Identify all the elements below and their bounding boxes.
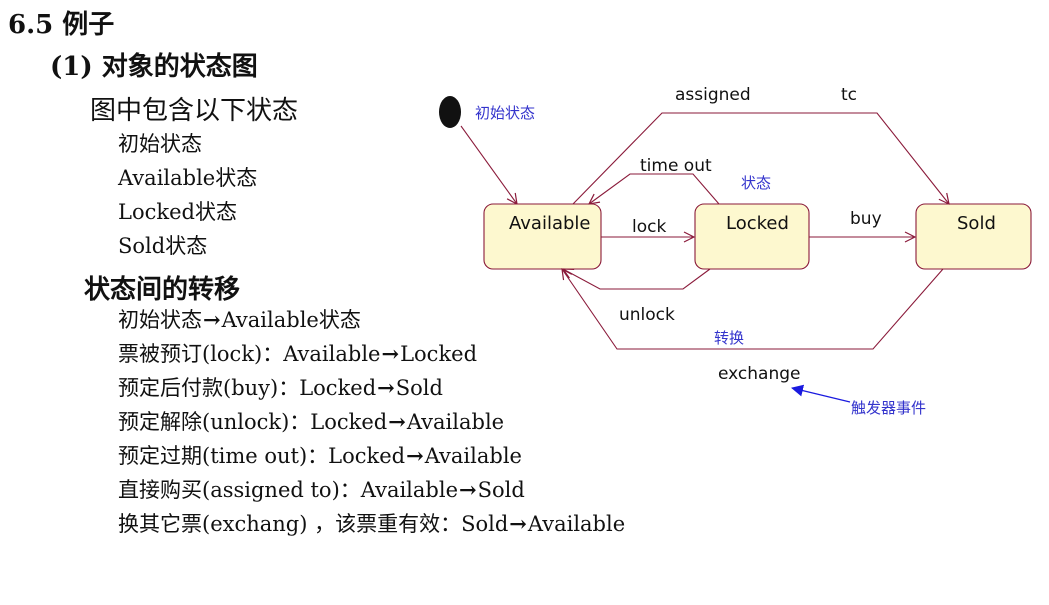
state-locked-label: Locked [726,213,789,234]
transition-item: 初始状态→Available状态 [118,303,625,337]
arrow-right-icon: → [203,307,221,332]
initial-transition-edge [460,125,517,204]
state-sold-box [915,203,1032,270]
transition-item: 票被预订(lock)：Available→Locked [118,337,625,371]
arrow-right-icon: → [459,477,477,502]
transition-item: 换其它票(exchang) ，该票重有效：Sold→Available [118,507,625,541]
exchange-edge [562,269,944,350]
time-out-edge [589,173,720,204]
transition-from: 预定后付款(buy)：Locked [118,376,377,400]
transition-to: Available [406,410,505,434]
transitions-list: 初始状态→Available状态 票被预订(lock)：Available→Lo… [118,303,625,541]
unlock-edge [563,269,711,290]
states-heading: 图中包含以下状态 [90,96,299,126]
arrow-right-icon: → [381,341,400,366]
assigned-to-edge [572,112,949,204]
transitions-heading: 状态间的转移 [84,275,241,305]
transition-to: Sold [395,376,443,400]
arrow-right-icon: → [509,511,527,536]
arrow-right-icon: → [388,409,406,434]
slide-title: 6.5 例子 [8,10,115,40]
transition-from: 初始状态 [118,308,202,332]
trigger-event-note: 触发器事件 [851,399,926,417]
time-out-edge-label: time out [640,156,712,176]
transition-to: Available [424,444,522,468]
assigned-edge-label: assigned [675,85,751,105]
to-edge-label: tc [841,85,857,105]
exchange-edge-label: exchange [718,364,801,384]
slide-subtitle: (1) 对象的状态图 [50,52,258,82]
state-sold-label: Sold [957,213,996,234]
transition-to: Available [527,512,626,536]
states-list: 初始状态 Available状态 Locked状态 Sold状态 [118,127,257,263]
arrow-right-icon: → [406,443,424,468]
state-available-label: Available [509,213,590,234]
transition-note: 转换 [714,329,744,347]
transition-from: 换其它票(exchang) ，该票重有效：Sold [118,512,509,536]
unlock-edge-label: unlock [619,305,675,325]
buy-edge-label: buy [850,209,882,229]
transition-from: 票被预订(lock)：Available [118,342,381,366]
transition-from: 直接购买(assigned to)：Available [118,478,459,502]
transition-to: Locked [400,342,478,366]
trigger-event-pointer-arrow [791,384,851,403]
state-note: 状态 [741,174,771,192]
transition-to: Sold [477,478,525,502]
state-item: 初始状态 [118,132,202,156]
transition-item: 预定后付款(buy)：Locked→Sold [118,371,625,405]
arrow-right-icon: → [377,375,395,400]
transition-to: Available状态 [221,308,361,332]
initial-state-note: 初始状态 [475,104,535,122]
transition-item: 直接购买(assigned to)：Available→Sold [118,473,625,507]
initial-state-dot [439,96,461,128]
state-item: Sold状态 [118,234,208,258]
state-item: Locked状态 [118,200,237,224]
transition-from: 预定过期(time out)：Locked [118,444,406,468]
lock-edge-label: lock [632,217,666,237]
transition-item: 预定过期(time out)：Locked→Available [118,439,625,473]
state-item: Available状态 [118,166,258,190]
transition-item: 预定解除(unlock)：Locked→Available [118,405,625,439]
transition-from: 预定解除(unlock)：Locked [118,410,388,434]
